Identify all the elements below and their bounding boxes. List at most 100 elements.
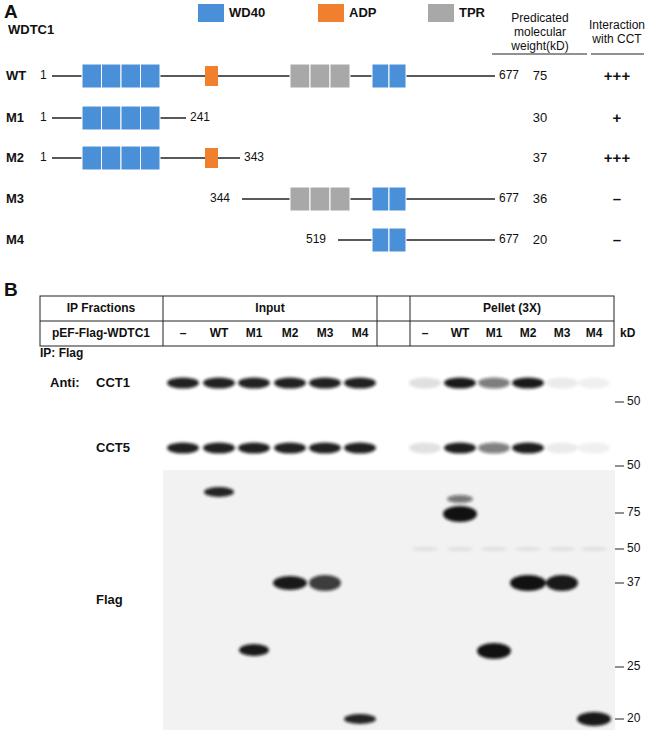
domain-box [102,146,122,170]
protein-line [338,239,495,241]
table-cell: Pellet (3X) [483,302,541,316]
marker-size: 50 [627,395,640,409]
antibody-label: Anti: [50,376,80,391]
table-cell: pEF-Flag-WDTC1 [52,327,150,341]
legend-text: WD40 [229,6,265,21]
blot-band [309,378,341,389]
blot-band [444,378,476,389]
domain-box [389,187,406,211]
blot-band [512,378,544,389]
lane-label: M3 [317,327,334,341]
domain-box [102,64,122,88]
marker-tick [615,583,624,584]
marker-tick [615,513,624,514]
blot-band [546,575,578,591]
domain-box [141,64,161,88]
domain-box [330,187,350,211]
blot-band [581,547,607,551]
blot-background [163,470,615,730]
blot-band [443,506,477,522]
blot-band [344,443,376,454]
interaction-score: – [613,190,621,207]
interaction-score: +++ [604,67,630,84]
blot-band [515,547,541,551]
domain-box [389,64,406,88]
marker-size: 25 [627,660,640,674]
lane-label: M3 [554,327,571,341]
domain-box [372,228,389,252]
blot-band [203,378,235,389]
construct-name: M3 [6,192,24,207]
domain-box [141,106,161,130]
blot-band [444,443,476,454]
marker-size: 50 [627,542,640,556]
domain-box [290,187,310,211]
blot-band [512,443,544,454]
interaction-score: – [613,231,621,248]
lane-label: – [180,327,187,341]
legend-swatch [198,4,224,22]
domain-box [205,66,218,86]
header-rule [492,54,587,55]
marker-size: 50 [627,459,640,473]
blot-band [409,443,441,454]
blot-band [409,378,441,389]
molecular-weight: 20 [533,233,547,248]
column-header: Predicated molecular weight(kD) [488,12,592,53]
legend-swatch [318,4,344,22]
ip-label: IP: Flag [40,347,83,361]
blot-band [273,576,307,590]
domain-box [372,64,389,88]
blot-band [344,714,376,724]
antibody-label: CCT1 [96,376,130,391]
blot-band [238,443,270,454]
domain-box [389,228,406,252]
blot-band [578,378,610,389]
domain-box [205,148,218,168]
lane-label: WT [210,327,229,341]
legend-swatch [428,4,454,22]
residue-number: 519 [306,233,326,247]
marker-tick [615,719,624,720]
lane-label: – [422,327,429,341]
panel-letter: B [4,279,18,301]
blot-band [578,443,610,454]
lane-label: M4 [352,327,369,341]
legend-text: TPR [459,6,485,21]
residue-number: 1 [40,69,47,83]
marker-tick [615,549,624,550]
blot-band [274,443,306,454]
blot-band [239,644,269,656]
domain-box [82,106,102,130]
table-cell: Input [255,302,284,316]
molecular-weight: 75 [533,69,547,84]
blot-band [577,712,611,726]
residue-number: 1 [40,111,47,125]
blot-band [309,443,341,454]
antibody-label: CCT5 [96,441,130,456]
domain-box [82,64,102,88]
blot-band [238,378,270,389]
blot-band [412,547,438,551]
interaction-score: +++ [604,149,630,166]
marker-size: 75 [627,506,640,520]
marker-size: 20 [627,712,640,726]
domain-box [141,146,161,170]
blot-band [549,547,575,551]
antibody-label: Flag [96,593,123,608]
domain-box [310,187,330,211]
table-border [40,296,614,346]
column-header: Interaction with CCT [588,19,646,47]
legend-text: ADP [349,6,376,21]
table-rule [377,296,378,346]
residue-number: 677 [499,192,519,206]
blot-band [478,443,510,454]
lane-label: M2 [282,327,299,341]
residue-number: 677 [499,69,519,83]
interaction-score: + [613,109,622,126]
construct-name: M4 [6,233,24,248]
residue-number: 241 [190,111,210,125]
domain-box [121,64,141,88]
table-rule [40,321,614,322]
